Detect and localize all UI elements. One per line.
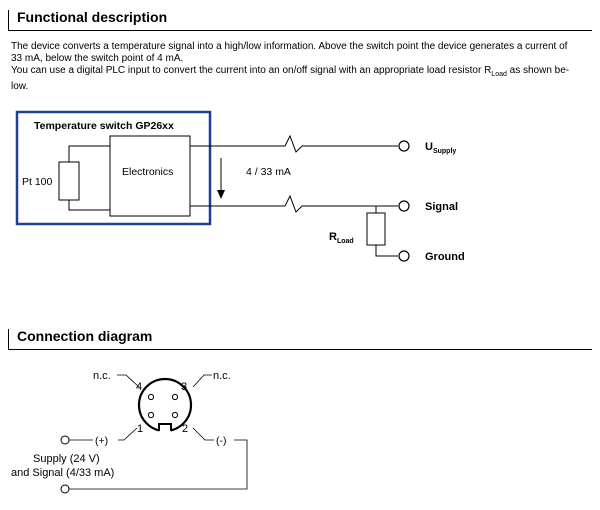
pin2-leader: [192, 427, 214, 441]
current-arrow-head: [217, 190, 225, 199]
connection-diagram-title: Connection diagram: [17, 328, 153, 344]
nc-right-leader: [192, 374, 212, 388]
para1-line1: The device converts a temperature signal…: [11, 41, 568, 52]
para2-line2: low.: [11, 81, 29, 92]
pin3-number: 3: [181, 381, 187, 393]
signal-label: Signal: [425, 201, 458, 213]
signal-terminal-bottom[interactable]: [60, 484, 70, 494]
nc-right-label: n.c.: [213, 370, 231, 382]
para2-line1: You can use a digital PLC input to conve…: [11, 65, 586, 81]
para2-line1-end: as shown be-: [506, 65, 570, 76]
plus-label: (+): [95, 435, 108, 447]
minus-label: (-): [216, 435, 227, 447]
functional-description-header: Functional description: [8, 8, 592, 31]
supply-terminal[interactable]: [398, 140, 410, 152]
pin4-hole: [147, 393, 155, 401]
connector-key: [158, 423, 172, 431]
ground-label: Ground: [425, 251, 465, 263]
pt100-wire-bottom: [68, 200, 110, 211]
current-label: 4 / 33 mA: [246, 166, 291, 178]
pin2-hole: [171, 411, 179, 419]
electronics-box: [109, 135, 191, 217]
electronics-label: Electronics: [122, 166, 173, 178]
pin1-leader: [118, 427, 138, 441]
signal-return-wire: [69, 439, 248, 490]
para1-line2: 33 mA, below the switch point of 4 mA.: [11, 53, 184, 64]
pin1-hole: [147, 411, 155, 419]
signal-description-label: and Signal (4/33 mA): [11, 467, 114, 479]
connection-diagram-header: Connection diagram: [8, 327, 592, 350]
pt100-wire-top: [68, 145, 110, 162]
plus-terminal[interactable]: [60, 435, 70, 445]
signal-line: [190, 194, 398, 213]
usupply-label: USupply: [425, 141, 456, 155]
pin1-number: 1: [137, 423, 143, 435]
pt100-label: Pt 100: [22, 176, 53, 188]
nc-left-leader: [117, 374, 140, 388]
header-bar: [8, 10, 9, 30]
para2-line1-text: You can use a digital PLC input to conve…: [11, 65, 492, 76]
supply-line: [190, 134, 398, 153]
rload-subscript: Load: [491, 71, 507, 78]
connector-key-gap: [159, 428, 171, 435]
device-box-title: Temperature switch GP26xx: [34, 120, 174, 132]
device-box: [15, 110, 212, 226]
header-bar: [8, 329, 9, 349]
pin2-number: 2: [182, 423, 188, 435]
signal-terminal[interactable]: [398, 200, 410, 212]
pin3-hole: [171, 393, 179, 401]
ground-terminal[interactable]: [398, 250, 410, 262]
nc-left-label: n.c.: [93, 370, 111, 382]
functional-description-title: Functional description: [17, 9, 168, 25]
pin4-number: 4: [136, 381, 142, 393]
rload-label: RLoad: [329, 231, 354, 245]
rload-wire-bottom: [375, 245, 398, 257]
functional-description-text: The device converts a temperature signal…: [11, 41, 586, 93]
supply-label: Supply (24 V): [33, 453, 100, 465]
